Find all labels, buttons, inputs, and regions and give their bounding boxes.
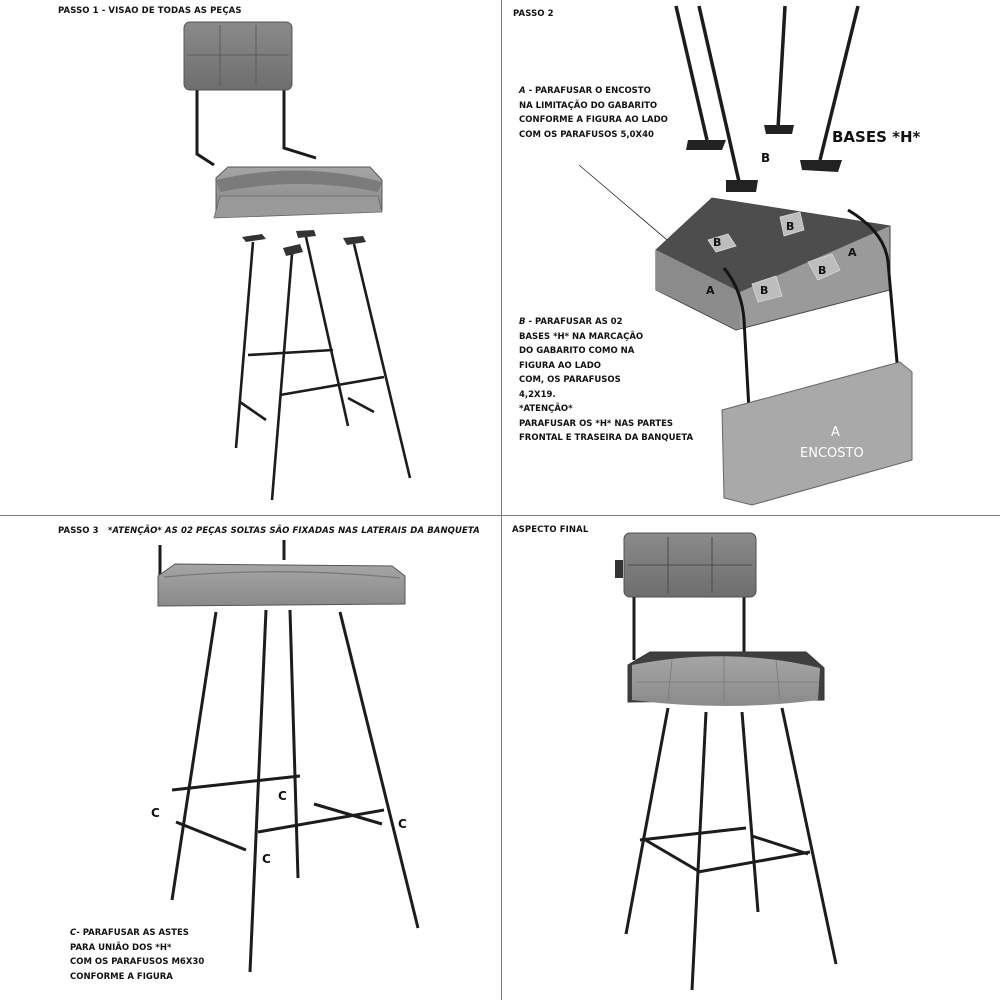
b-label: B: [818, 264, 826, 277]
note-c-line: PARA UNIÃO DOS *H*: [70, 942, 172, 953]
step1-legs: [234, 236, 412, 501]
b-label: B: [786, 220, 794, 233]
note-c-line: COM OS PARAFUSOS M6X30: [70, 957, 205, 967]
note-b-line: BASES *H* NA MARCAÇÃO: [519, 331, 644, 342]
note-b-line: COM, OS PARAFUSOS: [519, 375, 621, 385]
note-c-line: CONFORME A FIGURA: [70, 971, 173, 982]
note-a-lead: A: [519, 86, 526, 96]
note-c-lead: C: [70, 928, 77, 938]
step3-stool: C C C C: [151, 540, 420, 973]
step2-template-marks: [707, 211, 841, 303]
final-title: ASPECTO FINAL: [512, 525, 589, 535]
backrest-tag: [615, 560, 623, 578]
note-b-lead: B: [519, 317, 526, 327]
bases-h-label: BASES *H*: [832, 128, 921, 146]
vertical-divider: [501, 0, 502, 1000]
encosto-label: ENCOSTO: [800, 446, 864, 461]
c-label: C: [278, 789, 287, 803]
note-b-line: 4,2X19.: [519, 389, 556, 400]
note-b-warning: *ATENÇÃO*: [519, 404, 573, 414]
note-b-warning-line: PARAFUSAR OS *H* NAS PARTES: [519, 418, 674, 429]
note-b-warning-line: FRONTAL E TRASEIRA DA BANQUETA: [519, 433, 694, 443]
a-label: A: [706, 284, 715, 297]
step1-title: PASSO 1 - VISAO DE TODAS AS PEÇAS: [58, 6, 242, 16]
b-label: B: [760, 284, 768, 297]
step1-base-plates: [242, 230, 366, 256]
note-a-line: CONFORME A FIGURA AO LADO: [519, 115, 668, 125]
a-label: A: [848, 246, 857, 259]
note-a-line: NA LIMITAÇÃO DO GABARITO: [519, 100, 658, 111]
step2-detail-view: BASES *H* B B B B B A A A ENCOSTO: [578, 5, 921, 506]
final-backrest-pad: [615, 532, 757, 598]
c-label: C: [398, 817, 407, 831]
step1-seat: [213, 166, 383, 219]
c-label: C: [262, 852, 271, 866]
step1-backrest-frame: [195, 88, 317, 167]
horizontal-divider: [0, 515, 1000, 516]
final-legs: [624, 707, 838, 991]
final-backrest-frame: [632, 596, 746, 660]
encosto-a-label: A: [831, 425, 840, 440]
step3-seat: [157, 563, 406, 607]
step3-note-c: C- PARAFUSAR AS ASTES PARA UNIÃO DOS *H*…: [70, 926, 204, 984]
final-seat: [627, 651, 825, 706]
step2-backrest-pad: [721, 361, 913, 506]
step2-legs: [674, 5, 860, 187]
step3-title-warning: *ATENÇÃO* AS 02 PEÇAS SOLTAS SÃO FIXADAS…: [107, 526, 480, 536]
step3-title: PASSO 3 *ATENÇÃO* AS 02 PEÇAS SOLTAS SÃO…: [58, 526, 480, 536]
note-b-line: - PARAFUSAR AS 02: [528, 317, 623, 327]
step1-exploded-view: [183, 21, 412, 501]
step1-backrest-pad: [183, 21, 293, 91]
step2-backrest-frame: [722, 208, 908, 501]
step2-note-b: B - PARAFUSAR AS 02 BASES *H* NA MARCAÇÃ…: [519, 315, 693, 446]
step2-title: PASSO 2: [513, 9, 554, 19]
b-label: B: [761, 151, 770, 165]
note-b-line: FIGURA AO LADO: [519, 360, 601, 371]
b-label: B: [713, 236, 721, 249]
note-a-line: COM OS PARAFUSOS 5,0X40: [519, 129, 654, 140]
step3-legs: [170, 609, 420, 973]
c-label: C: [151, 806, 160, 820]
note-a-line: - PARAFUSAR O ENCOSTO: [528, 86, 651, 96]
step2-note-a: A - PARAFUSAR O ENCOSTO NA LIMITAÇÃO DO …: [519, 84, 668, 142]
final-stool: [615, 532, 838, 991]
note-c-line: - PARAFUSAR AS ASTES: [76, 928, 189, 938]
note-b-line: DO GABARITO COMO NA: [519, 346, 635, 356]
step2-seat-underside: [655, 197, 891, 331]
step2-base-plates: [686, 125, 842, 192]
step3-title-lead: PASSO 3: [58, 526, 99, 536]
